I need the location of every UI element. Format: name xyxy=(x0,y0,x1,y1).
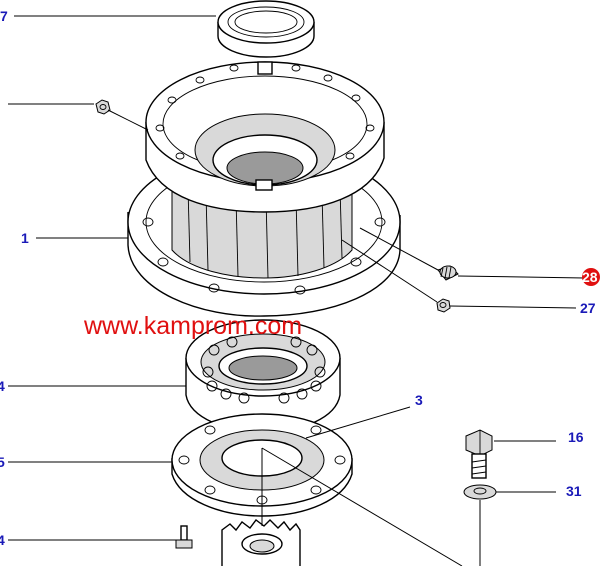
bolt-icon[interactable] xyxy=(465,429,493,479)
splined-shaft-icon[interactable] xyxy=(221,519,301,566)
watermark-text: www.kamprom.com xyxy=(83,312,302,340)
callout-24: 4 xyxy=(0,532,5,548)
callout-1: 1 xyxy=(21,230,29,246)
callout-28: 28 xyxy=(582,269,598,285)
hub-housing-icon[interactable] xyxy=(127,61,401,317)
leader-lines xyxy=(8,15,585,566)
callout-5: 5 xyxy=(0,454,5,470)
callout-28-highlight xyxy=(582,268,600,286)
bolt-icon[interactable] xyxy=(175,525,193,549)
callout-4: 4 xyxy=(0,378,5,394)
callout-27: 27 xyxy=(580,300,596,316)
washer-icon[interactable] xyxy=(463,484,497,500)
nut-icon[interactable] xyxy=(436,298,451,313)
callout-31: 31 xyxy=(566,483,582,499)
roller-bearing-icon[interactable] xyxy=(185,319,341,433)
seal-ring-icon[interactable] xyxy=(217,0,315,58)
callout-7: 7 xyxy=(0,8,8,24)
callout-3: 3 xyxy=(415,392,423,408)
plug-icon[interactable] xyxy=(437,265,459,281)
callout-28-badge: 28 xyxy=(582,268,600,286)
bearing-retainer-icon[interactable] xyxy=(171,413,353,517)
callout-16: 16 xyxy=(568,429,584,445)
nut-icon[interactable] xyxy=(95,99,111,115)
